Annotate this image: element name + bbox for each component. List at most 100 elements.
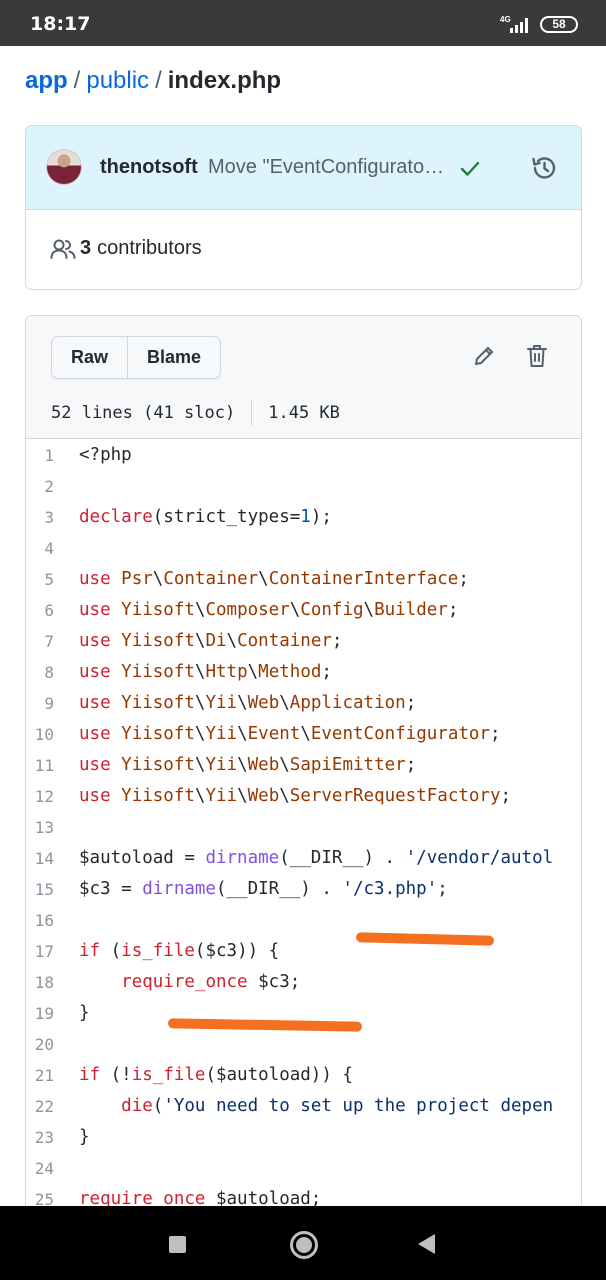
code-token: ContainerInterface (268, 569, 459, 589)
line-number[interactable]: 20 (34, 1035, 54, 1054)
code-token: (__DIR__) . (279, 848, 406, 868)
trash-icon[interactable] (526, 343, 548, 369)
code-token: Application (289, 693, 406, 713)
line-number[interactable]: 21 (34, 1066, 54, 1085)
file-viewer: Raw Blame 52 lines (41 sloc) 1.45 KB 1<?… (25, 315, 582, 1215)
meta-divider (251, 400, 253, 426)
code-token: die (121, 1096, 153, 1116)
code-token: ); (310, 507, 332, 527)
code-token: ; (405, 693, 417, 713)
line-number[interactable]: 23 (34, 1128, 54, 1147)
commit-message-link[interactable]: Move "EventConfigurator" to Yii Event pa… (208, 156, 448, 178)
line-number[interactable]: 6 (44, 601, 54, 620)
battery-icon: 58 (540, 16, 578, 33)
line-number[interactable]: 22 (34, 1097, 54, 1116)
line-number[interactable]: 10 (34, 725, 54, 744)
code-text: require_once $autoload; (79, 1184, 321, 1214)
line-number[interactable]: 2 (44, 477, 54, 496)
code-token: \ (194, 786, 206, 806)
code-token: (__DIR__) . (215, 879, 343, 899)
commit-author-link[interactable]: thenotsoft (100, 156, 198, 178)
code-token: Config (300, 600, 364, 620)
line-number[interactable]: 11 (34, 756, 54, 775)
back-icon[interactable] (418, 1234, 435, 1254)
status-time: 18:17 (30, 13, 91, 35)
line-number[interactable]: 5 (44, 570, 54, 589)
code-token: SapiEmitter (289, 755, 406, 775)
blame-button[interactable]: Blame (127, 337, 220, 378)
avatar[interactable] (46, 149, 82, 185)
code-token: Yii (205, 786, 238, 806)
code-token: \ (226, 631, 238, 651)
line-number[interactable]: 12 (34, 787, 54, 806)
line-number[interactable]: 18 (34, 973, 54, 992)
code-token: ; (447, 600, 459, 620)
check-icon[interactable] (458, 156, 482, 180)
code-line: 25 require_once $autoload; (26, 1184, 581, 1214)
contributors-count: 3 (80, 237, 92, 259)
history-icon[interactable] (530, 154, 558, 182)
network-type: 4G (500, 15, 511, 24)
code-token: ; (489, 724, 501, 744)
code-token: Web (247, 693, 280, 713)
code-token: EventConfigurator (310, 724, 490, 744)
code-token: Yiisoft (121, 755, 195, 775)
code-token: \ (194, 693, 206, 713)
line-number[interactable]: 9 (44, 694, 54, 713)
code-token: Http (205, 662, 248, 682)
code-token: use (79, 662, 122, 682)
breadcrumb-folder-link[interactable]: public (86, 67, 150, 94)
code-token: \ (279, 755, 290, 775)
code-token: Yii (205, 693, 238, 713)
code-text: die('You need to set up the project depe… (79, 1091, 553, 1122)
file-meta: 52 lines (41 sloc) 1.45 KB (51, 400, 340, 426)
pencil-icon[interactable] (472, 344, 496, 368)
line-number[interactable]: 17 (34, 942, 54, 961)
code-line: 20 (26, 1029, 581, 1060)
code-token: Di (205, 631, 227, 651)
code-token: ; (437, 879, 448, 899)
line-number[interactable]: 15 (34, 880, 54, 899)
code-token: \ (363, 600, 375, 620)
code-token: use (79, 600, 122, 620)
home-icon[interactable] (290, 1231, 318, 1259)
line-number[interactable]: 7 (44, 632, 54, 651)
code-token: \ (237, 755, 248, 775)
code-token: ; (458, 569, 469, 589)
line-number[interactable]: 24 (34, 1159, 54, 1178)
code-token: \ (237, 724, 248, 744)
line-number[interactable]: 3 (44, 508, 54, 527)
line-number[interactable]: 8 (44, 663, 54, 682)
code-token: use (79, 755, 122, 775)
line-number[interactable]: 14 (34, 849, 54, 868)
code-token: } (79, 1127, 90, 1147)
code-token: Web (247, 755, 280, 775)
code-token: Yiisoft (121, 662, 195, 682)
line-number[interactable]: 25 (34, 1190, 54, 1209)
code-token: ; (321, 662, 332, 682)
recents-icon[interactable] (169, 1236, 186, 1253)
line-number[interactable]: 4 (44, 539, 54, 558)
code-token: ; (405, 755, 417, 775)
system-nav-bar (0, 1206, 606, 1280)
code-token: \ (152, 569, 164, 589)
line-number[interactable]: 1 (44, 446, 54, 465)
line-number[interactable]: 16 (34, 911, 54, 930)
contributors-link[interactable]: 3 contributors (50, 237, 202, 260)
code-token: \ (194, 600, 206, 620)
code-token: use (79, 569, 122, 589)
line-number[interactable]: 19 (34, 1004, 54, 1023)
code-token: \ (237, 786, 248, 806)
code-token: Yii (205, 724, 238, 744)
code-token: \ (279, 786, 290, 806)
code-token: ( (100, 941, 122, 961)
raw-button[interactable]: Raw (71, 347, 109, 367)
code-token: ; (500, 786, 512, 806)
breadcrumb-root-link[interactable]: app (25, 67, 68, 94)
line-number[interactable]: 13 (34, 818, 54, 837)
code-line: 2 (26, 471, 581, 502)
